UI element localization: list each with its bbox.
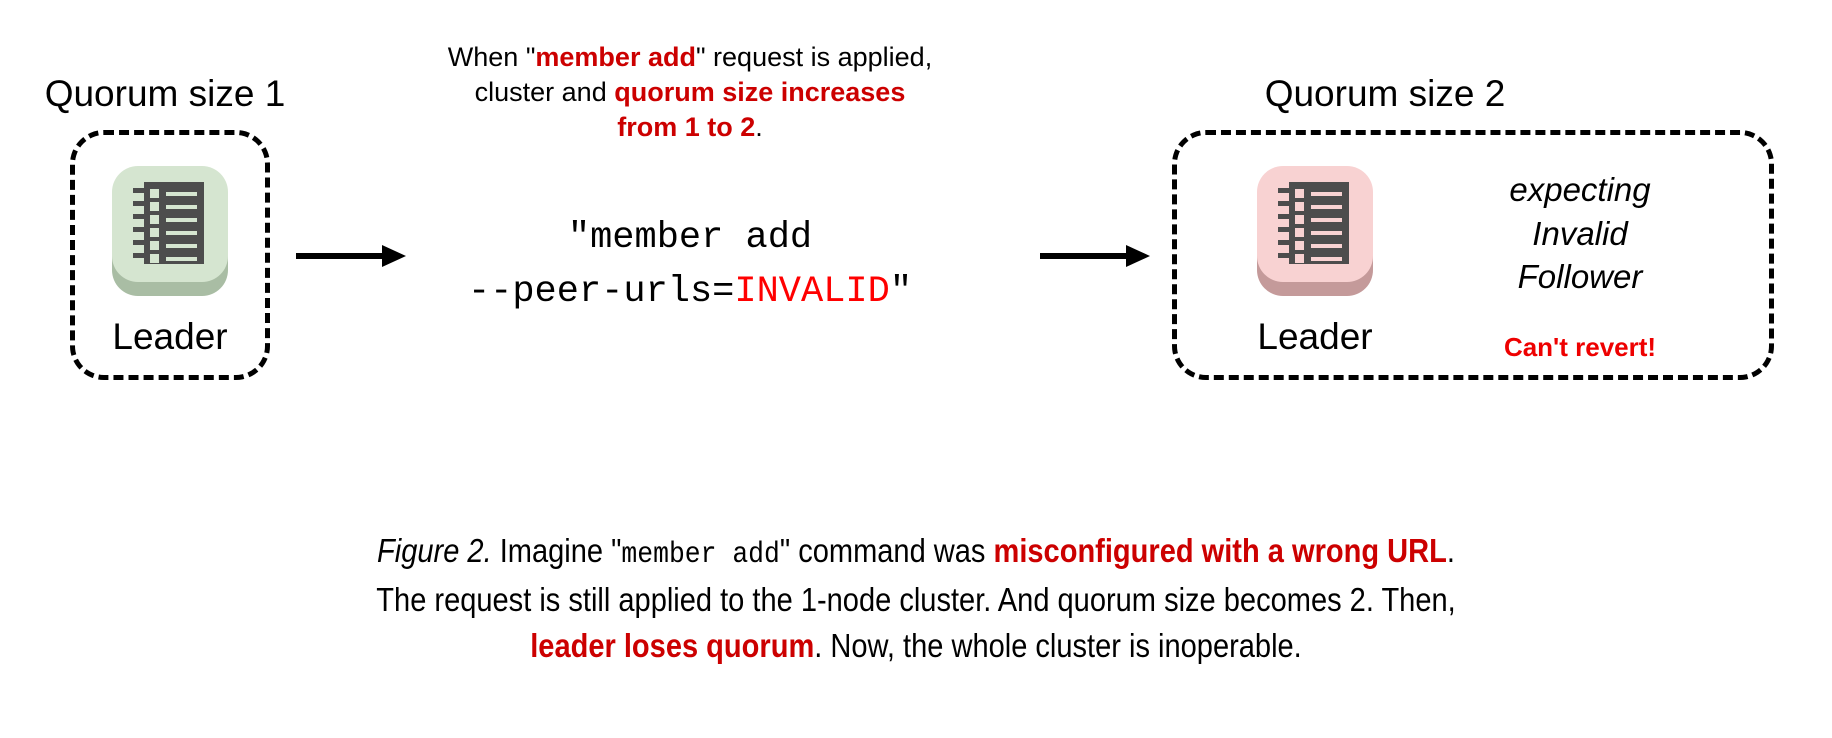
node-bar <box>1311 205 1342 209</box>
caption-figure-number: Figure 2. <box>377 532 492 569</box>
status-line-3: Follower <box>1517 258 1643 296</box>
node-led <box>1295 202 1304 211</box>
node-led <box>150 202 159 211</box>
node-pin <box>1278 188 1291 193</box>
right-cluster-status: expecting Invalid Follower <box>1430 168 1730 299</box>
node-pin <box>1278 240 1291 245</box>
node-bar <box>166 205 197 209</box>
explanation-l1-highlight: member add <box>535 42 696 72</box>
explanation-line-3: from 1 to 2. <box>370 110 1010 145</box>
status-line-1: expecting <box>1509 171 1651 208</box>
caption-l1-b: " command was <box>779 532 994 569</box>
node-led <box>150 215 159 224</box>
command-text: "member add --peer-urls=INVALID" <box>380 212 1000 319</box>
caption-line-3: leader loses quorum. Now, the whole clus… <box>110 623 1722 670</box>
caption-l1-mono: member add <box>621 538 780 572</box>
explanation-l2-a: cluster and <box>474 77 615 108</box>
node-pin <box>133 253 146 258</box>
node-pin <box>133 240 146 245</box>
node-led <box>150 254 159 263</box>
node-bar <box>166 218 197 222</box>
figure-caption: Figure 2. Imagine "member add" command w… <box>110 528 1722 670</box>
explanation-text: When "member add" request is applied, cl… <box>370 40 1010 145</box>
right-server-node-icon <box>1253 160 1377 296</box>
caption-line-2: The request is still applied to the 1-no… <box>376 580 1456 618</box>
explanation-line-1: When "member add" request is applied, <box>370 40 1010 75</box>
node-bar <box>166 257 197 261</box>
command-invalid-value: INVALID <box>734 270 890 313</box>
status-line-2: Invalid <box>1532 214 1628 252</box>
command-line-2: --peer-urls=INVALID" <box>380 266 1000 320</box>
arrow-center-to-right <box>1040 245 1150 267</box>
right-node-label: Leader <box>1257 316 1373 357</box>
left-server-node-icon <box>108 160 232 296</box>
node-pin <box>1278 253 1291 258</box>
node-led <box>1295 189 1304 198</box>
arrow-head <box>1126 245 1150 267</box>
command-closing-quote: " <box>889 270 913 313</box>
node-led <box>1295 254 1304 263</box>
node-led <box>1295 228 1304 237</box>
command-line-1: "member add <box>567 217 813 259</box>
node-pin <box>1278 201 1291 206</box>
node-led <box>150 228 159 237</box>
caption-l1-highlight: misconfigured with a wrong URL <box>993 532 1447 569</box>
node-led <box>150 189 159 198</box>
node-bar <box>166 192 197 196</box>
node-bar <box>166 231 197 235</box>
node-bar <box>1311 231 1342 235</box>
node-bar <box>1311 192 1342 196</box>
node-pin <box>133 227 146 232</box>
node-bar <box>166 244 197 248</box>
arrow-shaft <box>1040 253 1128 259</box>
explanation-line-2: cluster and quorum size increases <box>370 75 1010 110</box>
caption-l3-highlight: leader loses quorum <box>530 627 815 665</box>
explanation-l3-highlight: from 1 to 2 <box>617 112 756 143</box>
right-cluster-title: Quorum size 2 <box>1264 73 1506 114</box>
arrow-left-to-center <box>296 245 406 267</box>
explanation-l2-highlight: quorum size increases <box>614 77 906 108</box>
explanation-l1-a: When " <box>447 42 536 72</box>
caption-l1-c: . <box>1446 532 1455 569</box>
explanation-l3-c: . <box>755 112 763 143</box>
node-bar <box>1311 244 1342 248</box>
right-cluster-box <box>1172 130 1774 380</box>
node-pin <box>133 214 146 219</box>
left-cluster-title: Quorum size 1 <box>44 73 286 114</box>
caption-line-1: Figure 2. Imagine "member add" command w… <box>110 528 1722 577</box>
node-pin <box>133 188 146 193</box>
node-led <box>1295 241 1304 250</box>
caption-l1-a: Imagine " <box>491 532 622 569</box>
node-pin <box>1278 227 1291 232</box>
explanation-l1-c: " request is applied, <box>695 42 933 72</box>
node-pin <box>133 201 146 206</box>
caption-l3-a: . Now, the whole cluster is inoperable. <box>814 627 1302 665</box>
cant-revert-warning: Can't revert! <box>1503 332 1657 362</box>
node-pin <box>1278 214 1291 219</box>
command-flag: --peer-urls= <box>467 270 735 313</box>
node-bar <box>1311 218 1342 222</box>
node-bar <box>1311 257 1342 261</box>
arrow-shaft <box>296 253 384 259</box>
node-led <box>1295 215 1304 224</box>
left-cluster-box <box>70 130 270 380</box>
left-node-label: Leader <box>112 316 228 357</box>
arrow-head <box>382 245 406 267</box>
node-led <box>150 241 159 250</box>
